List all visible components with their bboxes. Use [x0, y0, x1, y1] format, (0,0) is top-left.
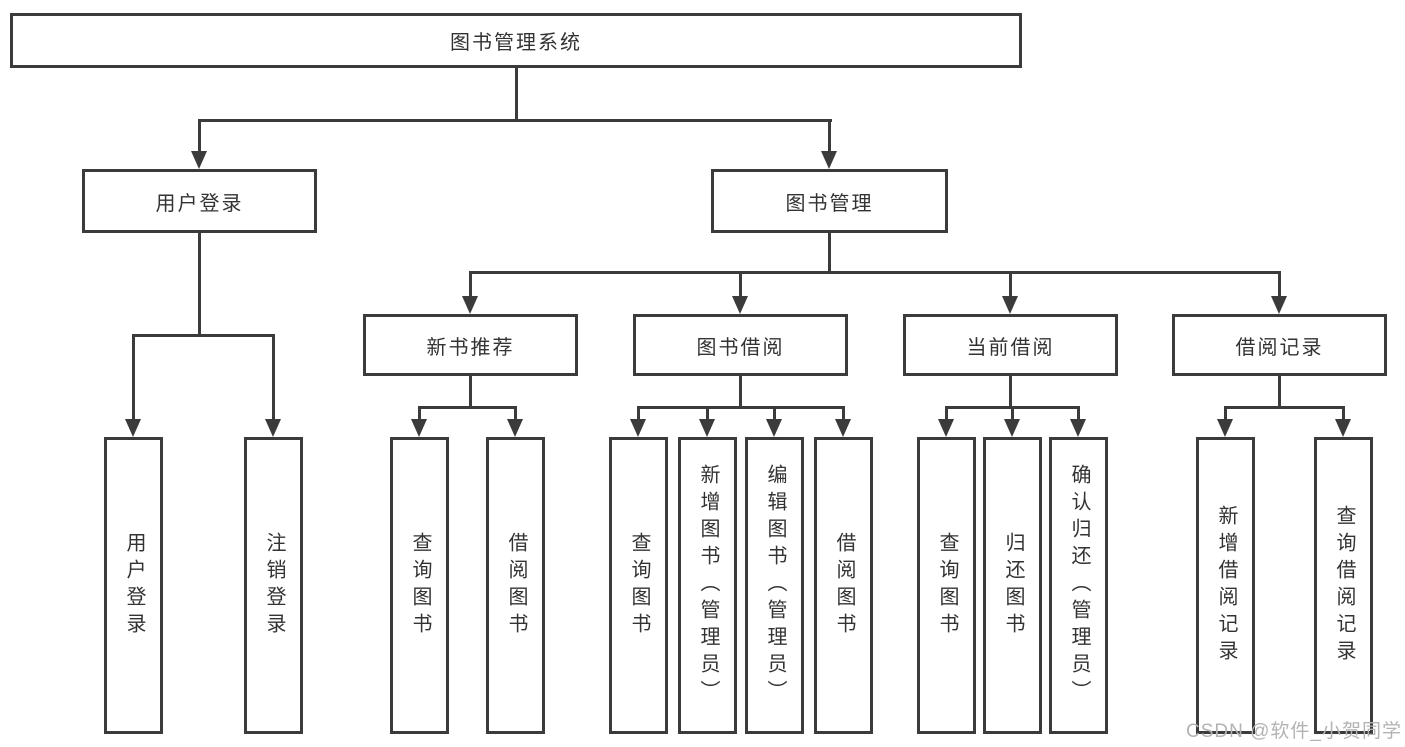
node-new-book-recommendation: 新书推荐 — [363, 314, 578, 376]
arrowhead-down-icon — [507, 419, 523, 437]
arrowhead-down-icon — [821, 151, 837, 169]
connector-stem — [637, 406, 640, 421]
node-user-login-leaf: 用户登录 — [104, 437, 163, 734]
node-query-books-borrowing: 查询图书 — [609, 437, 668, 734]
connector-stem — [198, 119, 201, 153]
connector-new-book-stub — [469, 376, 472, 409]
arrowhead-down-icon — [938, 419, 954, 437]
node-query-books-recommend: 查询图书 — [390, 437, 449, 734]
connector-stem — [773, 406, 776, 421]
connector-stem — [1224, 406, 1227, 421]
arrowhead-down-icon — [125, 419, 141, 437]
connector-stem — [514, 406, 517, 421]
connector-stem — [1077, 406, 1080, 421]
node-borrowing-records: 借阅记录 — [1172, 314, 1387, 376]
connector-current-borrow-stub — [1009, 376, 1012, 409]
connector-root-branch — [198, 119, 832, 122]
arrowhead-down-icon — [462, 296, 478, 314]
arrowhead-down-icon — [766, 419, 782, 437]
arrowhead-down-icon — [1335, 419, 1351, 437]
connector-user-login-branch — [132, 334, 275, 337]
arrowhead-down-icon — [1271, 296, 1287, 314]
node-borrow-books-borrowing: 借阅图书 — [814, 437, 873, 734]
connector-stem — [1011, 406, 1014, 421]
connector-book-mgmt-stub — [828, 233, 831, 274]
connector-root-stub — [515, 68, 518, 122]
connector-stem — [739, 271, 742, 298]
node-current-borrowing: 当前借阅 — [903, 314, 1118, 376]
node-add-book-admin: 新增图书（管理员） — [678, 437, 737, 734]
connector-stem — [706, 406, 709, 421]
node-book-management: 图书管理 — [711, 169, 948, 233]
arrowhead-down-icon — [732, 296, 748, 314]
node-query-borrow-record: 查询借阅记录 — [1314, 437, 1373, 734]
connector-new-book-branch — [418, 406, 517, 409]
connector-stem — [945, 406, 948, 421]
node-user-login: 用户登录 — [82, 169, 317, 233]
connector-book-borrow-branch — [637, 406, 845, 409]
connector-borrow-record-branch — [1224, 406, 1345, 409]
connector-book-mgmt-branch — [469, 271, 1281, 274]
connector-user-login-stub — [198, 233, 201, 337]
node-logout: 注销登录 — [244, 437, 303, 734]
connector-stem — [469, 271, 472, 298]
watermark: CSDN @软件_小贺同学 — [1186, 721, 1402, 742]
node-book-borrowing: 图书借阅 — [633, 314, 848, 376]
node-add-borrow-record: 新增借阅记录 — [1196, 437, 1255, 734]
node-borrow-books-recommend: 借阅图书 — [486, 437, 545, 734]
connector-stem — [1342, 406, 1345, 421]
arrowhead-down-icon — [411, 419, 427, 437]
connector-book-borrow-stub — [739, 376, 742, 409]
connector-stem — [418, 406, 421, 421]
connector-stem — [1278, 271, 1281, 298]
node-query-books-current: 查询图书 — [917, 437, 976, 734]
arrowhead-down-icon — [1217, 419, 1233, 437]
arrowhead-down-icon — [1002, 296, 1018, 314]
connector-stem — [842, 406, 845, 421]
arrowhead-down-icon — [191, 151, 207, 169]
arrowhead-down-icon — [699, 419, 715, 437]
arrowhead-down-icon — [265, 419, 281, 437]
node-edit-book-admin: 编辑图书（管理员） — [745, 437, 804, 734]
connector-stem — [828, 119, 831, 153]
connector-borrow-record-stub — [1278, 376, 1281, 409]
node-return-books: 归还图书 — [983, 437, 1042, 734]
node-library-management-system: 图书管理系统 — [10, 13, 1022, 68]
connector-stem — [132, 334, 135, 421]
arrowhead-down-icon — [630, 419, 646, 437]
arrowhead-down-icon — [835, 419, 851, 437]
arrowhead-down-icon — [1070, 419, 1086, 437]
node-confirm-return-admin: 确认归还（管理员） — [1049, 437, 1108, 734]
connector-stem — [272, 334, 275, 421]
arrowhead-down-icon — [1004, 419, 1020, 437]
connector-stem — [1009, 271, 1012, 298]
